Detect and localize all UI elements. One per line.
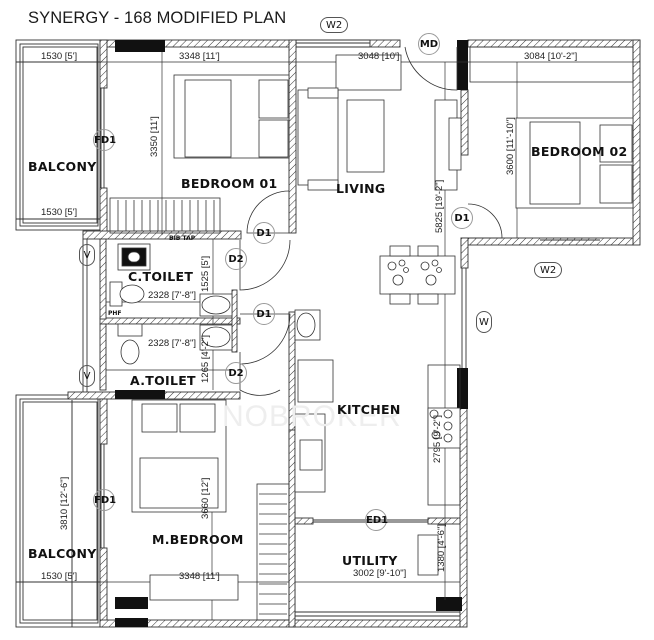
tag-fd1-bottom: FD1: [93, 489, 116, 511]
dim-bedroom-01-height: 3350 [11']: [149, 116, 160, 157]
dim-m-bedroom-width: 3348 [11']: [179, 571, 220, 582]
dim-balcony-bottom-height: 3810 [12'-6"]: [59, 476, 70, 530]
vent-label: V: [83, 250, 91, 261]
vent-label: V: [83, 371, 91, 382]
dim-kitchen-height: 2795 [9'-2"]: [432, 415, 443, 463]
label-phf: PHF: [108, 310, 122, 317]
room-label-utility: UTILITY: [342, 553, 398, 568]
tag-d1-bedroom02: D1: [451, 207, 473, 229]
room-label-bedroom-01: BEDROOM 01: [181, 176, 278, 191]
room-label-living: LIVING: [336, 181, 386, 196]
dim-utility-height: 1380 [4'-6"]: [436, 524, 447, 572]
room-label-a-toilet: A.TOILET: [130, 373, 196, 388]
tag-vent-c-toilet: V: [79, 244, 95, 266]
dim-bedroom-01-width: 3348 [11']: [179, 51, 220, 62]
dim-balcony-top-upper: 1530 [5']: [41, 51, 78, 62]
tag-fd1-top: FD1: [93, 129, 116, 151]
tag-main-door: MD: [418, 33, 440, 55]
dim-m-bedroom-height: 3660 [12']: [200, 477, 211, 519]
watermark: NOBROKER: [222, 400, 402, 433]
tag-window-kitchen: W: [476, 311, 492, 333]
tag-d2-a-toilet: D2: [225, 362, 247, 384]
tag-window-top: W2: [320, 17, 349, 33]
furniture: [109, 46, 634, 621]
dim-c-toilet-height: 1525 [5']: [200, 255, 211, 292]
dim-balcony-bottom-width: 1530 [5']: [41, 571, 78, 582]
balcony-top-outline: [15, 39, 101, 231]
dim-living-height: 5825 [19'-2"]: [434, 179, 445, 233]
label-bib-tap: BIB TAP: [169, 235, 196, 242]
tag-d2-c-toilet: D2: [225, 248, 247, 270]
dim-c-toilet-width: 2328 [7'-8"]: [148, 290, 196, 301]
dim-bedroom-02-width: 3084 [10'-2"]: [524, 51, 578, 62]
room-label-m-bedroom: M.BEDROOM: [152, 532, 244, 547]
tag-ed1-utility: ED1: [365, 509, 388, 531]
dim-utility-width: 3002 [9'-10"]: [353, 568, 407, 579]
room-label-kitchen: KITCHEN: [337, 402, 401, 417]
columns: [115, 40, 468, 627]
room-label-balcony-bottom: BALCONY: [28, 546, 97, 561]
room-label-c-toilet: C.TOILET: [128, 269, 194, 284]
dim-balcony-top-lower: 1530 [5']: [41, 207, 78, 218]
dim-a-toilet-height: 1265 [4'-2"]: [200, 335, 211, 383]
room-label-balcony-top: BALCONY: [28, 159, 97, 174]
door-swings: [239, 46, 503, 396]
walls: [67, 39, 641, 628]
room-label-bedroom-02: BEDROOM 02: [531, 144, 628, 159]
dim-bedroom-02-height: 3600 [11'-10"]: [505, 117, 516, 175]
plan-title: SYNERGY - 168 MODIFIED PLAN: [28, 9, 287, 27]
balcony-bottom-outline: [15, 394, 101, 628]
dim-a-toilet-width: 2328 [7'-8"]: [148, 338, 196, 349]
dim-living-width: 3048 [10']: [358, 51, 400, 62]
tag-vent-a-toilet: V: [79, 365, 95, 387]
tag-window-right: W2: [534, 262, 563, 278]
window-label: W: [479, 317, 489, 328]
tag-d1-kitchen: D1: [253, 303, 275, 325]
tag-d1-bedroom01: D1: [253, 222, 275, 244]
